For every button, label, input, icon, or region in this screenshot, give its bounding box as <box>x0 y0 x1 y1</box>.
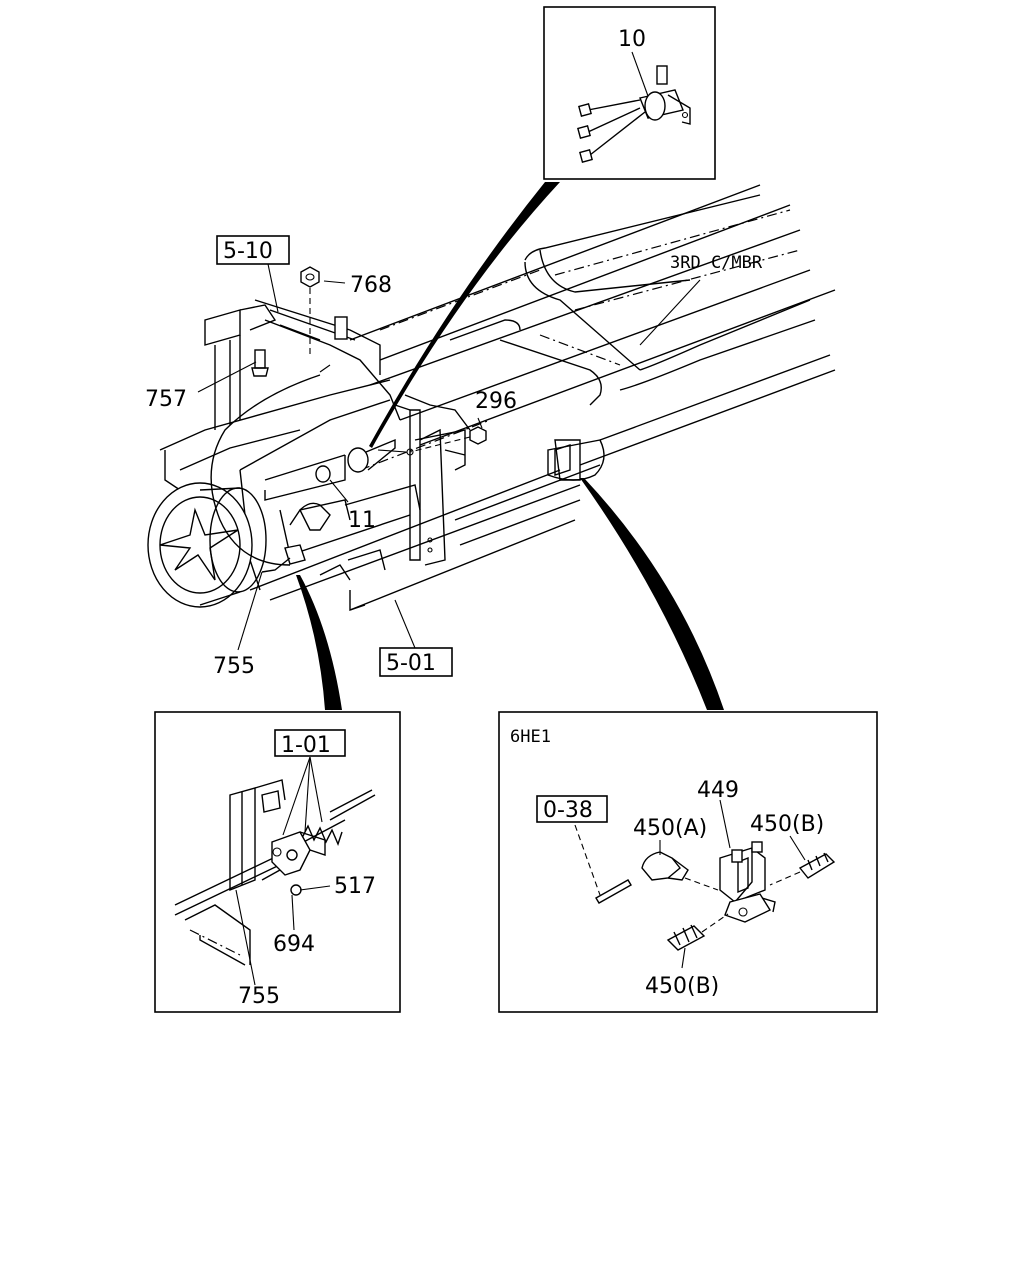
inset-left-frame <box>154 711 401 1013</box>
main-frame-assembly <box>249 184 836 611</box>
actuator-housing <box>159 379 491 591</box>
label-ref-5-01: 5-01 <box>386 651 436 676</box>
label-part-755-inset: 755 <box>238 984 280 1009</box>
label-part-11: 11 <box>348 508 376 533</box>
label-part-449: 449 <box>697 778 739 803</box>
label-3rd-cmbr: 3RD C/MBR <box>670 253 763 273</box>
label-part-450a: 450(A) <box>633 816 707 841</box>
label-ref-1-01: 1-01 <box>281 733 331 758</box>
label-part-694: 694 <box>273 932 315 957</box>
label-part-296: 296 <box>475 389 517 414</box>
label-variant-6he1: 6HE1 <box>510 727 551 747</box>
label-part-768: 768 <box>350 273 392 298</box>
callout-top-inset <box>369 182 560 448</box>
cable-755 <box>210 374 321 566</box>
label-ref-5-10: 5-10 <box>223 239 273 264</box>
label-part-450b-right: 450(B) <box>750 812 824 837</box>
nut-768 <box>300 266 346 355</box>
rear-bracket <box>204 299 401 430</box>
bolt-757 <box>197 349 269 393</box>
inset-right-frame <box>498 711 878 1013</box>
ref-box-5-01 <box>379 647 453 677</box>
cable-clip <box>261 544 306 573</box>
wheel <box>147 482 267 608</box>
label-ref-0-38: 0-38 <box>543 798 593 823</box>
label-part-10: 10 <box>618 27 646 52</box>
label-part-450b-bottom: 450(B) <box>645 974 719 999</box>
label-part-755-main: 755 <box>213 654 255 679</box>
ref-box-5-10 <box>216 235 290 265</box>
label-part-517: 517 <box>334 874 376 899</box>
callout-right-inset <box>580 478 724 710</box>
fasteners-296-11 <box>315 417 487 503</box>
label-part-757: 757 <box>145 387 187 412</box>
inset-top-frame <box>543 6 716 180</box>
callout-left-inset <box>296 575 342 710</box>
